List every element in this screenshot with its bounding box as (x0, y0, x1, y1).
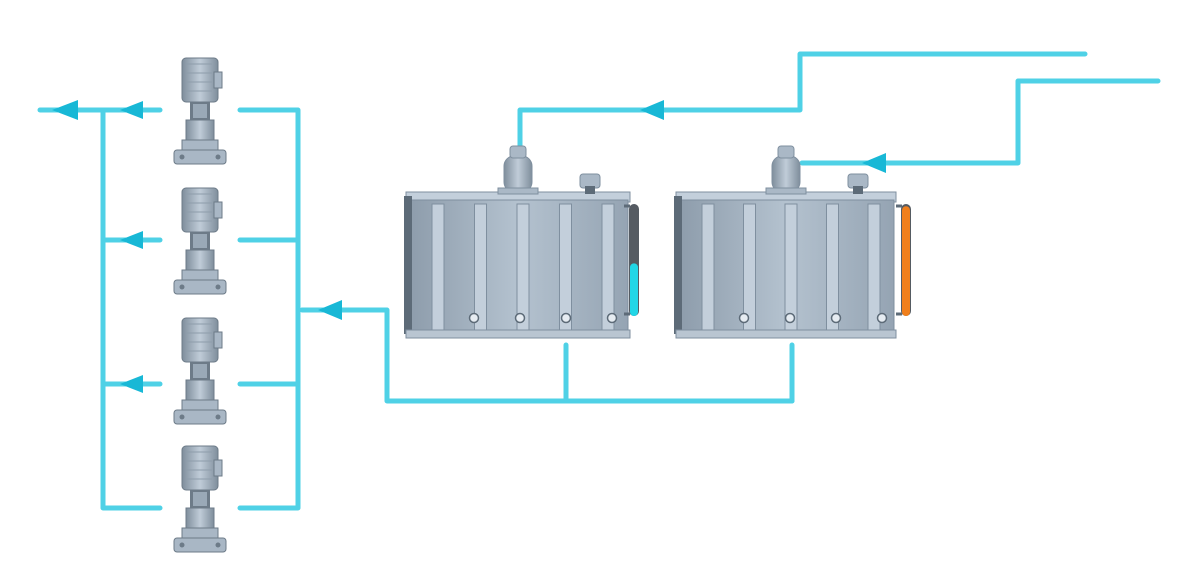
inlet-pipe-upper (517, 51, 1088, 151)
vertical-centrifugal-pump-icon (173, 445, 227, 553)
flow-arrow-icon (862, 153, 886, 173)
storage-tank-icon (404, 145, 639, 339)
flow-arrow-icon (120, 231, 143, 249)
flow-arrows (52, 100, 886, 393)
pump-bank (173, 57, 227, 553)
flow-arrow-icon (120, 375, 143, 393)
discharge-manifold (100, 107, 163, 511)
inlet-pipe-lower (799, 78, 1161, 166)
tank-array (404, 145, 911, 339)
flow-arrow-icon (120, 101, 143, 119)
storage-tank-icon (674, 145, 911, 339)
vertical-centrifugal-pump-icon (173, 317, 227, 425)
vertical-centrifugal-pump-icon (173, 57, 227, 165)
flow-arrow-icon (318, 300, 342, 320)
vertical-centrifugal-pump-icon (173, 187, 227, 295)
suction-manifold (237, 107, 301, 511)
flow-arrow-icon (640, 100, 664, 120)
pipe-network (37, 51, 1161, 511)
suction-header (299, 307, 795, 404)
level-gauge-fill (630, 263, 638, 316)
level-gauge-fill (902, 206, 910, 316)
flow-arrow-icon (52, 100, 78, 120)
